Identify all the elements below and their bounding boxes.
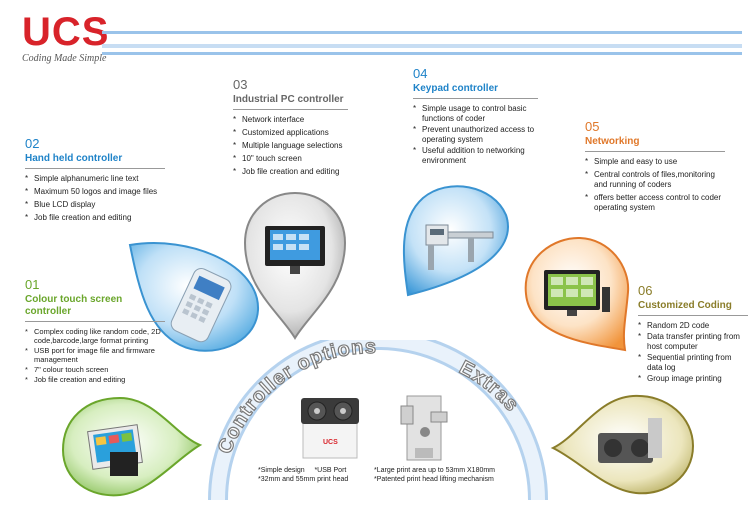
- bullet: Job file creation and editing: [25, 375, 165, 384]
- header-stripe-2: [102, 44, 742, 48]
- section-industrial-pc: 03 Industrial PC controller Network inte…: [233, 78, 348, 180]
- right-features: *Large print area up to 53mm X180mm *Pat…: [374, 466, 524, 484]
- feature-usb-port: *USB Port: [314, 467, 347, 474]
- section-title: Customized Coding: [638, 300, 748, 316]
- print-head-image: [400, 395, 448, 461]
- bullet: Job file creation and editing: [25, 213, 165, 223]
- section-customized-coding: 06 Customized Coding Random 2D code Data…: [638, 284, 748, 385]
- bullet: Maximum 50 logos and image files: [25, 187, 165, 197]
- bullet: Sequential printing from data log: [638, 353, 748, 373]
- bullet: 7" colour touch screen: [25, 365, 165, 374]
- bullet: Job file creation and editing: [233, 167, 348, 177]
- networking-pin: [524, 236, 630, 352]
- section-title: Colour touch screen controller: [25, 294, 165, 322]
- section-colour-touch-screen: 01 Colour touch screen controller Comple…: [25, 278, 165, 385]
- bullet: Group image printing: [638, 374, 748, 384]
- section-keypad: 04 Keypad controller Simple usage to con…: [413, 67, 538, 167]
- bullet: Blue LCD display: [25, 200, 165, 210]
- section-number: 05: [585, 119, 600, 134]
- ucs-logo: UCS Coding Made Simple: [22, 12, 109, 64]
- header-stripe-3: [102, 52, 742, 55]
- device-brand-label: UCS: [323, 439, 338, 446]
- feature-print-head: *32mm and 55mm print head: [258, 476, 349, 483]
- bullet: Simple and easy to use: [585, 157, 725, 167]
- bullet: USB port for image file and firmware man…: [25, 346, 165, 364]
- left-features: *Simple design *USB Port *32mm and 55mm …: [258, 466, 388, 484]
- customized-coding-pin: [550, 394, 695, 495]
- bullet: Data transfer printing from host compute…: [638, 332, 748, 352]
- section-title: Hand held controller: [25, 153, 165, 169]
- bullet: Prevent unauthorized access to operating…: [413, 125, 538, 145]
- header-stripe-1: [102, 31, 742, 34]
- print-engine-image: UCS: [301, 398, 359, 459]
- bullet: Central controls of files,monitoring and…: [585, 170, 725, 190]
- handheld-controller-pin: [128, 242, 260, 352]
- logo-name: UCS: [22, 10, 110, 54]
- keypad-controller-pin: [402, 185, 509, 297]
- bullet: Simple usage to control basic functions …: [413, 104, 538, 124]
- section-title: Networking: [585, 136, 725, 152]
- section-networking: 05 Networking Simple and easy to use Cen…: [585, 120, 725, 216]
- section-title: Keypad controller: [413, 83, 538, 99]
- colour-touch-screen-pin: [61, 396, 203, 497]
- bullet: Random 2D code: [638, 321, 748, 331]
- bullet: 10" touch screen: [233, 154, 348, 164]
- feature-large-print-area: *Large print area up to 53mm X180mm: [374, 467, 496, 474]
- bullet: Customized applications: [233, 128, 348, 138]
- section-number: 02: [25, 136, 40, 151]
- section-number: 06: [638, 283, 653, 298]
- industrial-pc-pin: [243, 191, 347, 340]
- logo-tagline: Coding Made Simple: [22, 53, 107, 64]
- bullet: offers better access control to coder op…: [585, 193, 725, 213]
- section-number: 03: [233, 77, 248, 92]
- section-handheld: 02 Hand held controller Simple alphanume…: [25, 137, 165, 226]
- section-number: 04: [413, 66, 428, 81]
- feature-simple-design: *Simple design: [258, 467, 305, 474]
- section-title: Industrial PC controller: [233, 94, 348, 110]
- feature-lifting-mechanism: *Patented print head lifting mechanism: [374, 476, 494, 483]
- bullet: Network interface: [233, 115, 348, 125]
- section-number: 01: [25, 277, 40, 292]
- bullet: Multiple language selections: [233, 141, 348, 151]
- bullet: Simple alphanumeric line text: [25, 174, 165, 184]
- bullet: Complex coding like random code, 2D code…: [25, 327, 165, 345]
- bullet: Useful addition to networking environmen…: [413, 146, 538, 166]
